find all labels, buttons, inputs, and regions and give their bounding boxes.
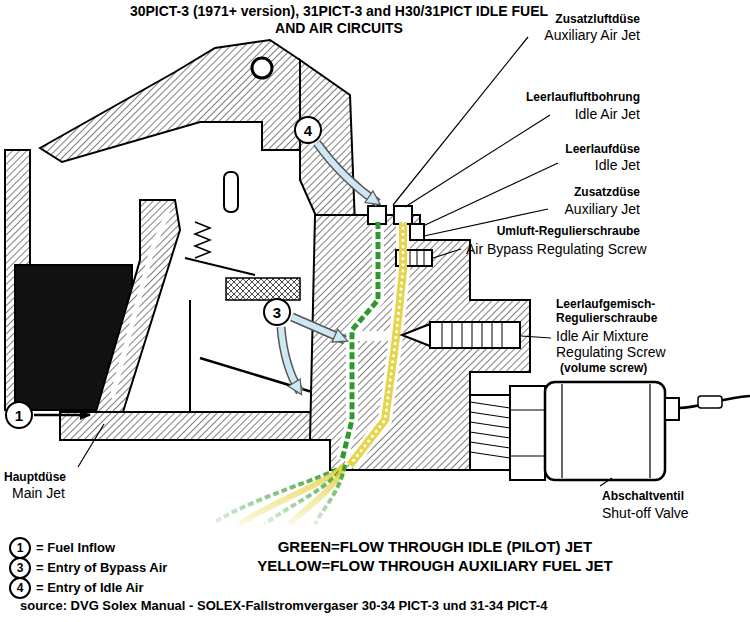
nut-edge xyxy=(510,409,545,410)
legend-text: = Entry of Idle Air xyxy=(36,580,236,596)
mixture-needle xyxy=(402,324,430,346)
part-name: Main Jet xyxy=(12,485,112,501)
part-name: Idle Air Mixture Regulating Screw xyxy=(556,328,691,360)
callout-digit: 4 xyxy=(304,123,312,138)
callout-number: 1 xyxy=(5,401,33,429)
legend-callout: 3 xyxy=(9,557,31,579)
bypass-air-arrow-outline xyxy=(281,327,300,392)
leader-line xyxy=(78,424,104,467)
lid-screw-hole xyxy=(252,58,272,78)
valve-thread xyxy=(470,402,510,458)
part-name: Abschaltventil xyxy=(602,489,742,503)
nut-edge xyxy=(510,455,545,456)
solenoid-rib xyxy=(561,384,562,478)
strainer-gauze xyxy=(226,278,300,300)
german-part-name: Leerlaufdüse xyxy=(480,142,640,156)
solenoid-rib xyxy=(649,384,650,478)
leader-line xyxy=(405,115,550,207)
bypass-air-arrow xyxy=(292,317,345,340)
part-name: Auxiliary Air Jet xyxy=(440,27,640,43)
german-part-name: Umluft-Regulierschraube xyxy=(440,224,640,238)
float-lever xyxy=(185,258,255,275)
part-name: Auxiliary Jet xyxy=(480,201,640,217)
valve-terminal xyxy=(665,398,679,420)
part-name: Air Bypass Regulating Screw xyxy=(466,241,716,257)
fuel-inflow-arrow xyxy=(34,414,90,417)
part-name: Hauptdüse xyxy=(4,470,104,484)
yellow-flow-dots xyxy=(350,222,403,465)
source-note: source: DVG Solex Manual - SOLEX-Fallstr… xyxy=(20,598,740,614)
flow-key: GREEN=FLOW THROUGH IDLE (PILOT) JET xyxy=(200,538,670,556)
leader-line xyxy=(600,478,612,486)
legend-callout: 4 xyxy=(9,577,31,599)
flow-key: YELLOW=FLOW THROUGH AUXILIARY FUEL JET xyxy=(200,557,670,575)
german-part-name: Leerlaufluftbohrung xyxy=(470,90,640,104)
callout-number: 4 xyxy=(294,116,322,144)
part-name: Idle Jet xyxy=(480,157,640,173)
german-part-name: Leerlaufgemisch- Regulierschraube xyxy=(556,297,686,325)
valve-thread-body xyxy=(470,395,510,470)
green-discharge xyxy=(265,465,345,524)
valve-solenoid xyxy=(545,382,665,480)
spring xyxy=(195,222,210,258)
idle-air-arrow-outline xyxy=(317,143,378,203)
valve-wire xyxy=(679,396,750,408)
german-part-name: Zusatzluftdüse xyxy=(470,12,640,26)
legend-callout: 1 xyxy=(9,537,31,559)
callout-number: 3 xyxy=(263,298,291,326)
bypass-air-arrow-outline xyxy=(292,317,345,340)
yellow-discharge xyxy=(240,465,345,524)
air-horn-lid xyxy=(40,40,300,162)
callout-digit: 3 xyxy=(273,305,281,320)
valve-nut xyxy=(510,386,545,480)
leader-line xyxy=(393,37,528,205)
screw-thread xyxy=(442,322,502,348)
german-part-name: (volume screw) xyxy=(560,361,700,375)
yellow-discharge xyxy=(290,465,345,524)
legend-text: = Fuel Inflow xyxy=(36,540,236,556)
bypass-air-arrow xyxy=(281,327,300,392)
callout-digit: 3 xyxy=(17,562,24,574)
idle-mixture-screw xyxy=(430,322,520,348)
yellow-auxiliary-flow xyxy=(350,222,403,465)
part-name: Shut-off Valve xyxy=(602,505,742,521)
idle-air-jet xyxy=(368,206,386,224)
idle-jet xyxy=(410,224,424,240)
leader-line xyxy=(423,163,558,226)
callout-digit: 1 xyxy=(15,408,23,423)
part-name: Idle Air Jet xyxy=(480,106,640,122)
idle-air-arrow xyxy=(317,143,378,203)
leader-line xyxy=(433,249,461,258)
diagram-title: 30PICT-3 (1971+ version), 31PICT-3 and H… xyxy=(116,3,562,37)
wire-connector xyxy=(698,396,722,408)
vent-tube xyxy=(224,172,238,212)
green-idle-flow xyxy=(342,222,378,460)
throttle-bore-wall xyxy=(189,300,191,412)
leader-line xyxy=(521,336,551,338)
main-jet-well xyxy=(95,200,180,415)
callout-digit: 4 xyxy=(17,582,24,594)
legend-text: = Entry of Bypass Air xyxy=(36,560,236,576)
callout-digit: 1 xyxy=(17,542,24,554)
base-flange xyxy=(60,412,315,440)
fuel-rise-arrow xyxy=(112,212,168,398)
green-discharge xyxy=(315,465,345,524)
german-part-name: Zusatzdüse xyxy=(480,185,640,199)
